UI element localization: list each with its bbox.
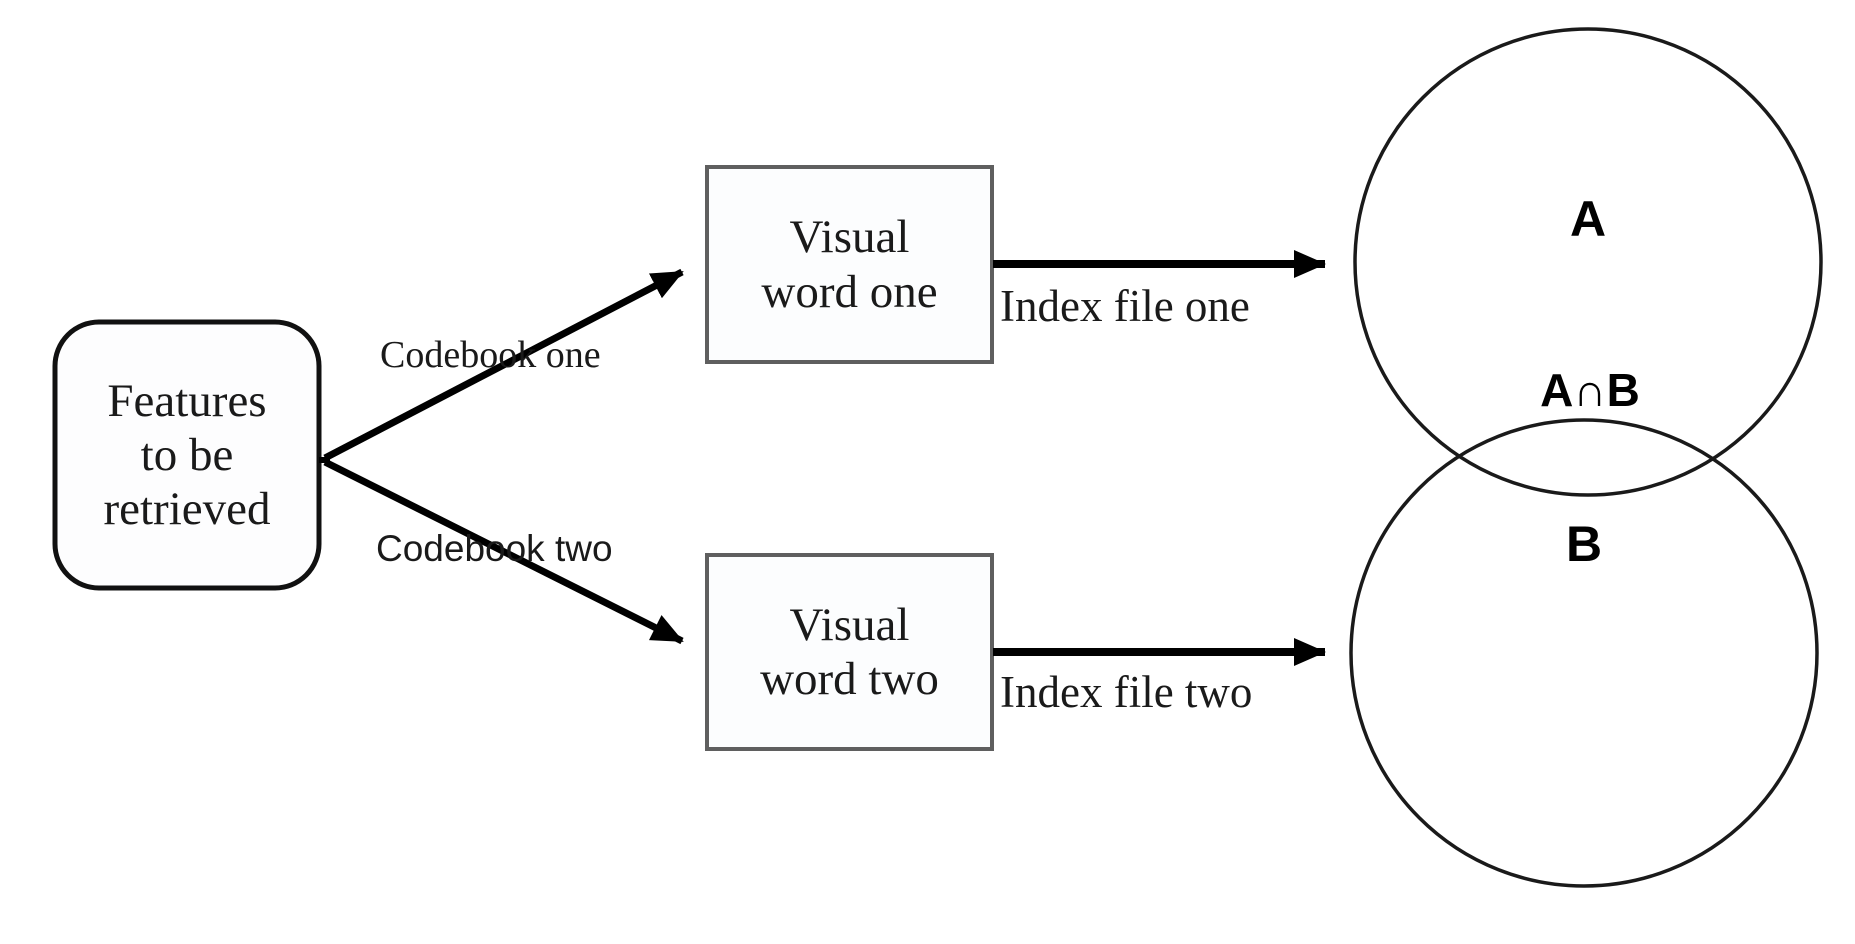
visual-word-two-shape <box>705 553 994 751</box>
visual-word-two-node[interactable] <box>705 553 994 751</box>
features-node-shape <box>52 319 322 591</box>
set-b-circle[interactable] <box>1349 418 1819 888</box>
codebook-one-arrow[interactable] <box>323 268 684 462</box>
codebook-two-arrow[interactable] <box>323 458 684 645</box>
set-a-circle[interactable] <box>1353 27 1823 497</box>
visual-word-one-shape <box>705 165 994 364</box>
features-node[interactable] <box>52 319 322 591</box>
visual-word-one-node[interactable] <box>705 165 994 364</box>
